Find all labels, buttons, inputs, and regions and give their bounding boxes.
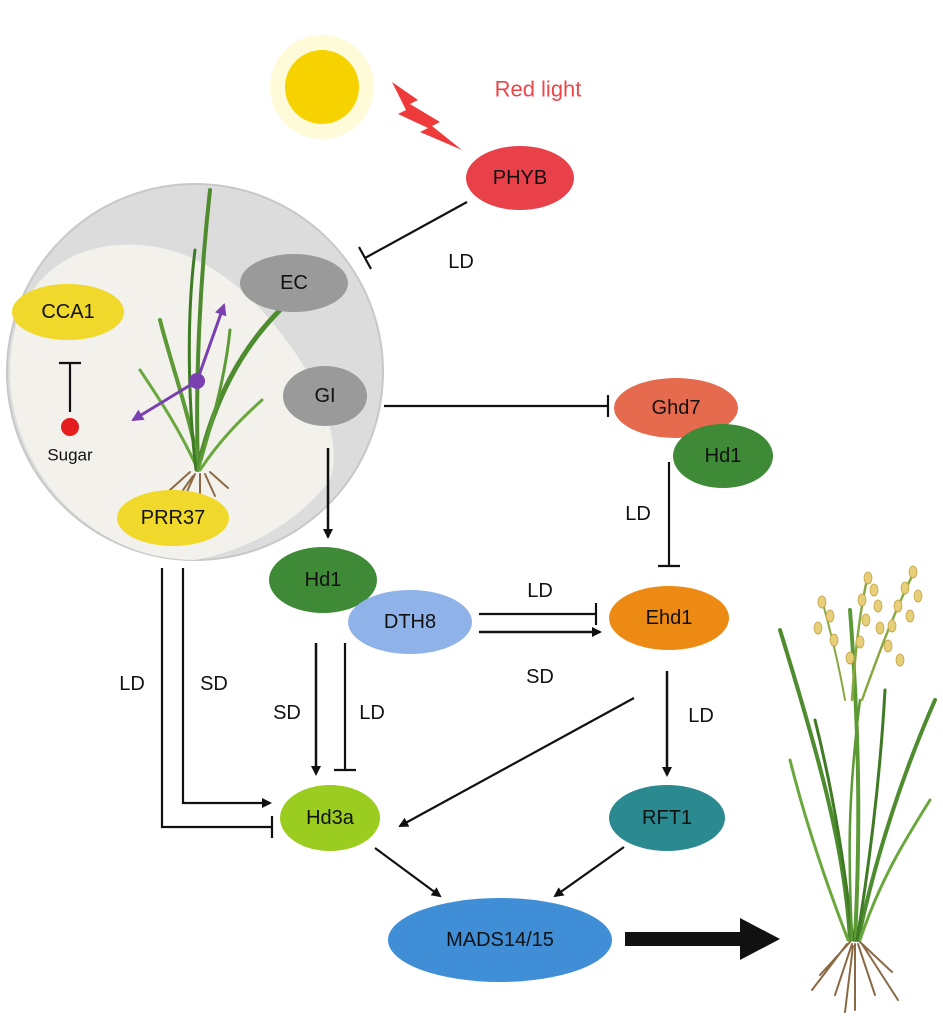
svg-text:MADS14/15: MADS14/15 xyxy=(446,929,554,951)
edge-phyb-inhibits-ec xyxy=(358,201,468,270)
edge-label-dth8-ehd1-sd: SD xyxy=(526,666,554,688)
edge-hd3a-activates-mads xyxy=(374,847,442,898)
sun-icon xyxy=(285,50,359,124)
svg-text:GI: GI xyxy=(314,385,335,407)
rice-grains xyxy=(813,565,923,667)
edge-dth8-inhibits-ehd1 xyxy=(479,603,598,625)
node-prr37: PRR37 xyxy=(117,490,229,546)
red-light-label: Red light xyxy=(495,77,582,102)
node-ghd7: Ghd7 xyxy=(614,378,738,438)
node-hd1-center: Hd1 xyxy=(269,547,377,613)
node-sugar: Sugar xyxy=(47,418,93,465)
node-cca1: CCA1 xyxy=(12,284,124,340)
svg-text:Hd1: Hd1 xyxy=(305,569,342,591)
clock-hands xyxy=(131,303,227,422)
node-mads: MADS14/15 xyxy=(388,898,612,982)
flowering-rice-plant-icon xyxy=(778,568,937,1013)
edge-rft1-activates-mads xyxy=(553,846,625,898)
edge-label-hd1-hd3a-ld: LD xyxy=(359,702,385,724)
edge-sugar-inhibits-cca1 xyxy=(59,361,81,412)
svg-text:PRR37: PRR37 xyxy=(141,507,205,529)
node-ec: EC xyxy=(240,254,348,312)
edge-ehd1-activates-hd3a xyxy=(398,697,635,827)
node-hd3a: Hd3a xyxy=(280,785,380,851)
red-light-bolt-icon xyxy=(392,82,462,150)
edge-label-ghd7-ehd1: LD xyxy=(625,503,651,525)
seedling-icon xyxy=(138,188,283,501)
node-ehd1: Ehd1 xyxy=(609,586,729,650)
svg-text:RFT1: RFT1 xyxy=(642,807,692,829)
edge-label-phyb-ec: LD xyxy=(448,251,474,273)
edge-hd1-inhibits-hd3a xyxy=(334,643,356,772)
edge-prr37-activates-hd3a xyxy=(181,568,272,808)
node-dth8: DTH8 xyxy=(348,590,472,654)
edge-ghd7-inhibits-ehd1 xyxy=(658,462,680,568)
edge-label-ehd1-rft1: LD xyxy=(688,705,714,727)
svg-text:Ghd7: Ghd7 xyxy=(652,397,701,419)
edge-label-dth8-ehd1-ld: LD xyxy=(527,580,553,602)
edge-gi-inhibits-ghd7 xyxy=(384,395,610,417)
edge-label-prr37-sd: SD xyxy=(200,673,228,695)
edge-label-hd1-hd3a-sd: SD xyxy=(273,702,301,724)
svg-text:CCA1: CCA1 xyxy=(41,301,94,323)
svg-text:DTH8: DTH8 xyxy=(384,611,436,633)
node-hd1-right: Hd1 xyxy=(673,424,773,488)
edge-prr37-inhibits-hd3a xyxy=(160,568,274,838)
svg-text:Hd1: Hd1 xyxy=(705,445,742,467)
svg-text:Sugar: Sugar xyxy=(47,446,93,465)
svg-text:PHYB: PHYB xyxy=(493,167,547,189)
edge-label-prr37-ld: LD xyxy=(119,673,145,695)
svg-text:Hd3a: Hd3a xyxy=(306,807,355,829)
svg-text:EC: EC xyxy=(280,272,308,294)
node-gi: GI xyxy=(283,366,367,426)
svg-text:Ehd1: Ehd1 xyxy=(646,607,693,629)
edge-mads-to-flowering xyxy=(625,918,780,960)
node-phyb: PHYB xyxy=(466,146,574,210)
node-rft1: RFT1 xyxy=(609,785,725,851)
